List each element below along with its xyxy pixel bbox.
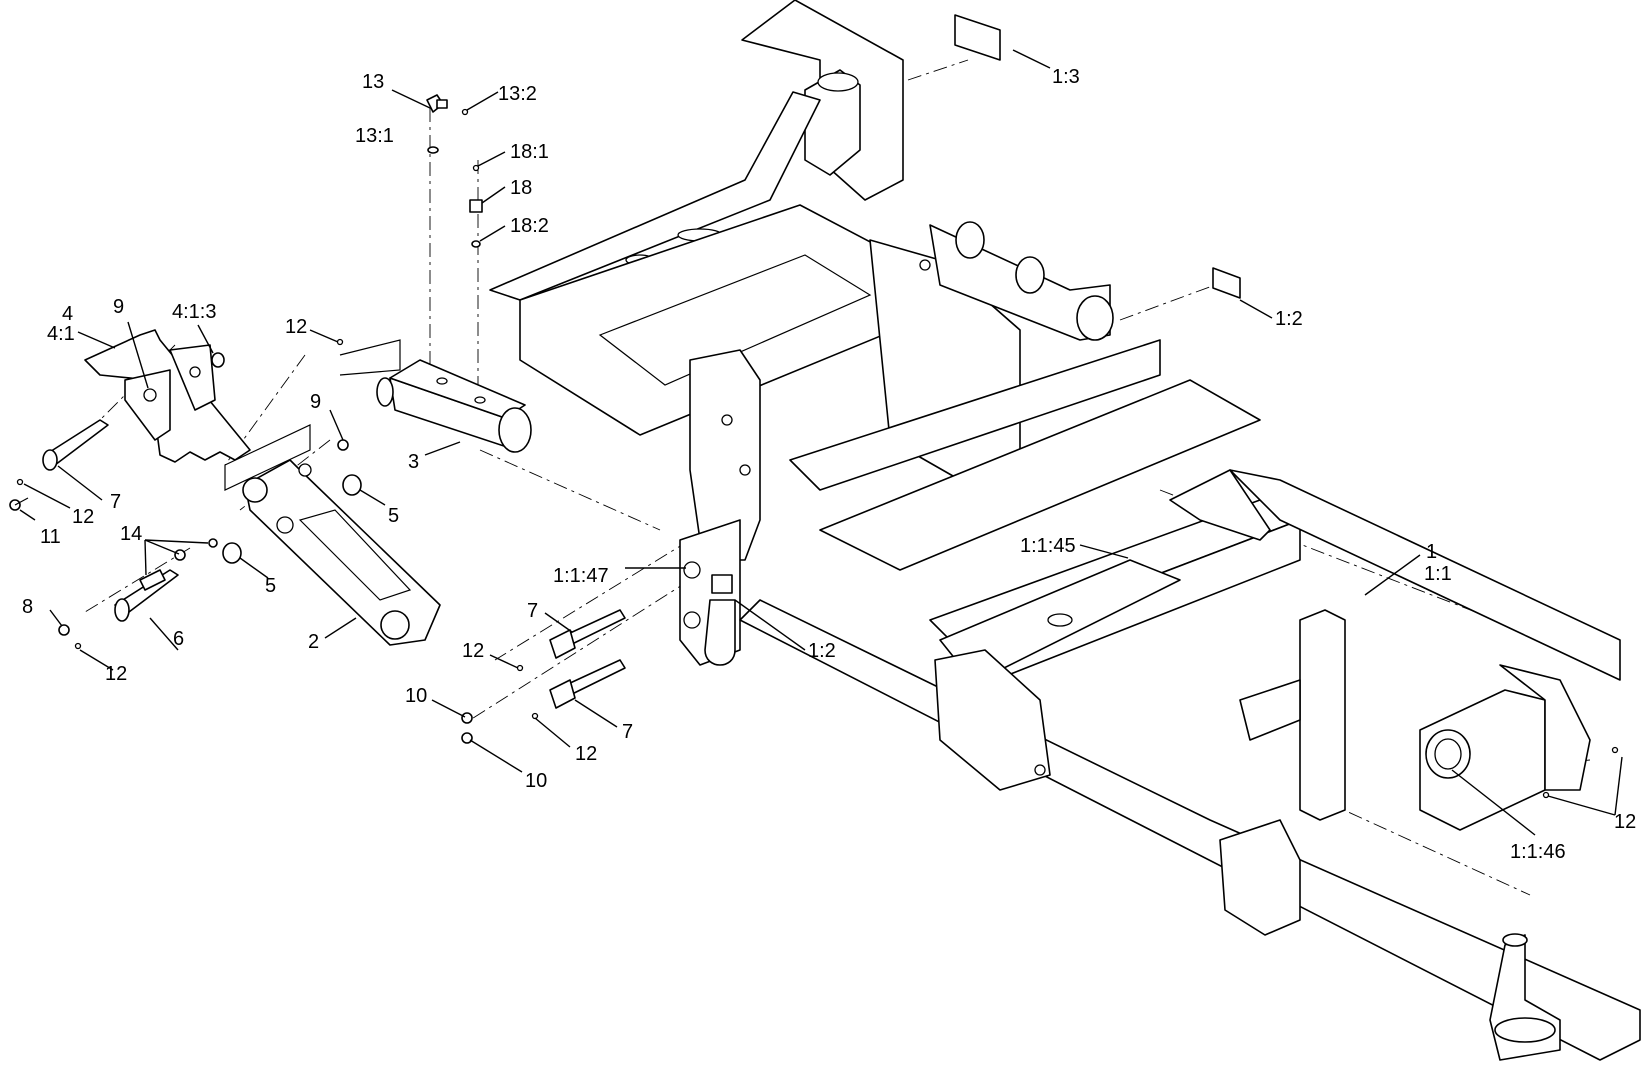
callout-12-f[interactable]: 12 — [1614, 811, 1636, 833]
callout-10-bottom[interactable]: 10 — [525, 770, 547, 792]
callout-4[interactable]: 4 — [62, 303, 73, 325]
callout-12-c[interactable]: 12 — [105, 663, 127, 685]
callout-6[interactable]: 6 — [173, 628, 184, 650]
pin-7-left — [42, 419, 109, 471]
callout-1-3[interactable]: 1:3 — [1052, 66, 1080, 88]
pin-6 — [114, 569, 179, 622]
small-hardware-left — [9, 338, 362, 650]
fittings — [426, 94, 483, 248]
callout-18[interactable]: 18 — [510, 177, 532, 199]
callout-7-left[interactable]: 7 — [110, 491, 121, 513]
callout-1-2-top[interactable]: 1:2 — [1275, 308, 1303, 330]
callout-1-1-46[interactable]: 1:1:46 — [1510, 841, 1566, 863]
callout-3[interactable]: 3 — [408, 451, 419, 473]
callout-1-2-mid[interactable]: 1:2 — [808, 640, 836, 662]
callout-5-bottom[interactable]: 5 — [265, 575, 276, 597]
callout-9-top[interactable]: 9 — [113, 296, 124, 318]
callout-10-top[interactable]: 10 — [405, 685, 427, 707]
callout-7-mid-bottom[interactable]: 7 — [622, 721, 633, 743]
callout-4-1-3[interactable]: 4:1:3 — [172, 301, 216, 323]
leader-lines — [19, 49, 1623, 836]
callout-5-top[interactable]: 5 — [388, 505, 399, 527]
bracket-4 — [84, 329, 251, 463]
break-lines — [224, 339, 401, 491]
main-frame — [489, 0, 1641, 1061]
callout-13[interactable]: 13 — [362, 71, 384, 93]
callout-12-e[interactable]: 12 — [575, 743, 597, 765]
callout-14[interactable]: 14 — [120, 523, 142, 545]
callout-2[interactable]: 2 — [308, 631, 319, 653]
callout-labels: 1:3 13 13:2 13:1 18:1 18 18:2 1:2 4 4:1 … — [22, 66, 1636, 863]
callout-12-d[interactable]: 12 — [462, 640, 484, 662]
callout-12-a[interactable]: 12 — [285, 316, 307, 338]
callout-1-1-47[interactable]: 1:1:47 — [553, 565, 609, 587]
callout-12-b[interactable]: 12 — [72, 506, 94, 528]
callout-13-2[interactable]: 13:2 — [498, 83, 537, 105]
decals — [954, 14, 1241, 299]
right-pins-and-bolts — [461, 609, 1619, 799]
callout-13-1[interactable]: 13:1 — [355, 125, 394, 147]
callout-18-2[interactable]: 18:2 — [510, 215, 549, 237]
callout-4-1[interactable]: 4:1 — [47, 323, 75, 345]
callout-18-1[interactable]: 18:1 — [510, 141, 549, 163]
callout-1[interactable]: 1 — [1426, 541, 1437, 563]
callout-7-mid-top[interactable]: 7 — [527, 600, 538, 622]
arm-2 — [242, 459, 441, 646]
callout-9-mid[interactable]: 9 — [310, 391, 321, 413]
callout-8[interactable]: 8 — [22, 596, 33, 618]
callout-1-1-45[interactable]: 1:1:45 — [1020, 535, 1076, 557]
callout-1-1[interactable]: 1:1 — [1424, 563, 1452, 585]
callout-11[interactable]: 11 — [40, 526, 61, 548]
cylinder-3 — [376, 359, 532, 453]
